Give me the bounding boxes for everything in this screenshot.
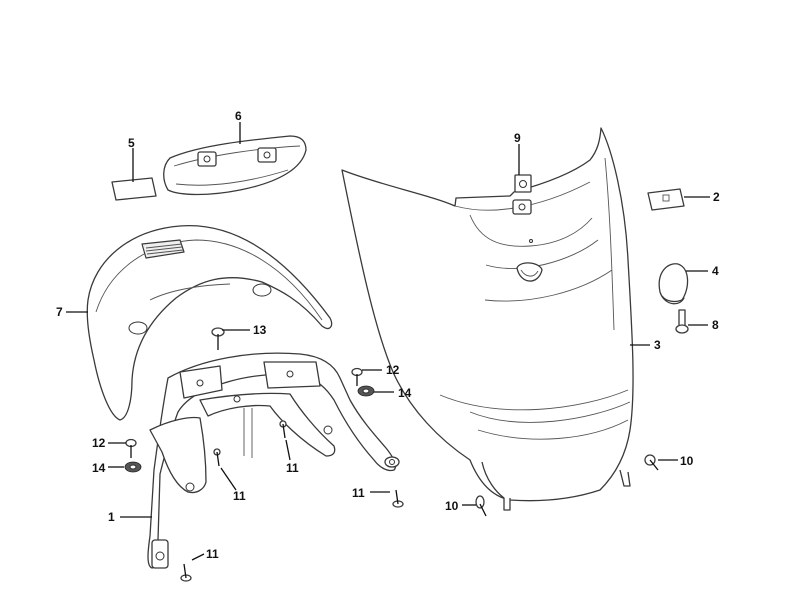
- part-13-bolt: [211, 327, 225, 350]
- callout-7: 7: [56, 305, 63, 319]
- callout-11-d: 11: [206, 547, 219, 561]
- callout-14-left: 14: [92, 461, 106, 475]
- callout-13: 13: [253, 323, 267, 337]
- part-14-washer-left: [124, 461, 142, 473]
- callout-5: 5: [128, 136, 135, 150]
- callout-11-b: 11: [286, 461, 299, 475]
- callout-12-left: 12: [92, 436, 106, 450]
- callout-8: 8: [712, 318, 719, 332]
- part-11-screw-a: [213, 448, 221, 467]
- part-11-screw-d: [180, 563, 192, 582]
- part-6-rear-cover: [163, 135, 307, 196]
- callout-11-c: 11: [352, 486, 365, 500]
- part-10-screw-right: [644, 454, 659, 471]
- part-5-pad: [111, 177, 157, 201]
- part-10-screw-bottom: [475, 495, 487, 517]
- part-4-cap: [658, 263, 689, 305]
- part-14-washer-right: [357, 385, 375, 397]
- callout-6: 6: [235, 109, 242, 123]
- callout-14-right: 14: [398, 386, 412, 400]
- callout-10-right: 10: [680, 454, 694, 468]
- callout-1: 1: [108, 510, 115, 524]
- callout-2: 2: [713, 190, 720, 204]
- part-1-carrier-bracket: [147, 352, 400, 569]
- callout-9: 9: [514, 131, 521, 145]
- part-3-leg-shield: [341, 127, 634, 511]
- callout-3: 3: [654, 338, 661, 352]
- part-9-clip-nut: [512, 174, 532, 215]
- callout-12-right: 12: [386, 363, 400, 377]
- callout-10-bottom: 10: [445, 499, 459, 513]
- part-11-screw-c: [392, 489, 404, 508]
- callout-11-a: 11: [233, 489, 246, 503]
- callout-4: 4: [712, 264, 719, 278]
- part-12-bolt-left: [125, 438, 137, 458]
- part-7-rear-body-cover: [86, 224, 333, 421]
- part-11-screw-b: [279, 420, 287, 439]
- part-8-screw: [675, 309, 689, 334]
- part-2-clip-plate: [647, 188, 685, 211]
- leader-lines: [66, 122, 710, 561]
- part-12-bolt-right: [351, 367, 363, 386]
